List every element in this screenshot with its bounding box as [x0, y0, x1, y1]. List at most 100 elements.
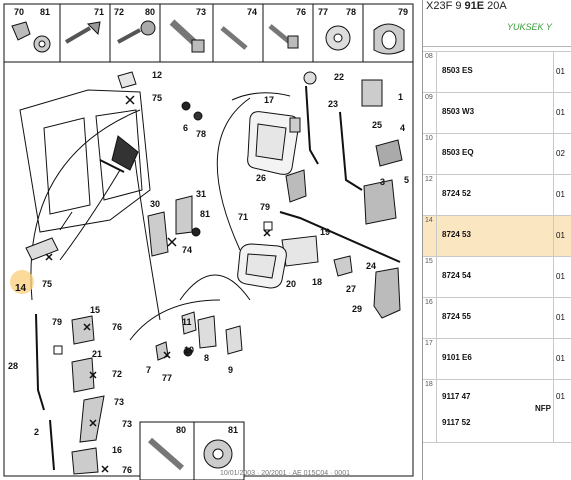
callout-79[interactable]: 79	[260, 202, 271, 212]
box-label-77: 77	[318, 7, 329, 17]
callout-72[interactable]: 72	[112, 369, 123, 379]
row-index: 12	[423, 175, 437, 215]
callout-71[interactable]: 71	[238, 212, 249, 222]
part-ref: 9101 E6	[442, 353, 472, 362]
part-ref-alt: 9117 52	[442, 418, 471, 427]
part-ref: 8724 52	[442, 189, 471, 198]
part-ref: 8724 54	[442, 271, 471, 280]
row-index: 09	[423, 93, 437, 133]
callout-19[interactable]: 19	[320, 227, 331, 237]
table-row[interactable]: 18 9117 47 NFP 9117 52 01	[423, 379, 571, 443]
panel-subtitle: YUKSEK Y	[507, 22, 552, 32]
part-qty: 01	[556, 313, 565, 322]
callout-24[interactable]: 24	[366, 261, 377, 271]
table-row[interactable]: 10 8503 EQ 02	[423, 133, 571, 175]
exploded-parts-diagram: 70 81 71 72 80 73 74 76 77 78 79 12 75 6…	[3, 3, 414, 480]
callout-7[interactable]: 7	[146, 365, 152, 375]
callout-17[interactable]: 17	[264, 95, 275, 105]
callout-26[interactable]: 26	[256, 173, 267, 183]
row-index: 16	[423, 298, 437, 338]
callout-3[interactable]: 3	[380, 177, 386, 187]
row-index: 17	[423, 339, 437, 379]
row-index: 08	[423, 52, 437, 92]
nfp-badge: NFP	[535, 404, 551, 413]
box-label-71: 71	[94, 7, 105, 17]
parts-table: 08 8503 ES 01 09 8503 W3 01 10 8503 EQ 0…	[423, 51, 571, 443]
hotspot-label-14[interactable]: 14	[15, 283, 27, 294]
table-row[interactable]: 17 9101 E6 01	[423, 338, 571, 380]
callout-4[interactable]: 4	[400, 123, 406, 133]
box-label-80: 80	[145, 7, 156, 17]
box-label-74: 74	[247, 7, 258, 17]
table-row[interactable]: 12 8724 52 01	[423, 174, 571, 216]
callout-10[interactable]: 10	[184, 345, 195, 355]
callout-21[interactable]: 21	[92, 349, 103, 359]
box-label-76: 76	[296, 7, 307, 17]
box-label-81: 81	[40, 7, 51, 17]
panel-header: X23F 9 91E 20A YUKSEK Y	[423, 0, 571, 47]
box-label-79: 79	[398, 7, 409, 17]
callout-30[interactable]: 30	[150, 199, 161, 209]
callout-81b[interactable]: 81	[228, 425, 239, 435]
callout-16[interactable]: 16	[112, 445, 123, 455]
part-ref: 8503 W3	[442, 107, 475, 116]
diagram-code: X23F 9 91E 20A	[426, 0, 507, 12]
callout-20[interactable]: 20	[286, 279, 297, 289]
callout-2[interactable]: 2	[34, 427, 40, 437]
callout-6[interactable]: 6	[183, 123, 189, 133]
callout-75[interactable]: 75	[152, 93, 163, 103]
callout-75b[interactable]: 75	[42, 279, 53, 289]
callout-18[interactable]: 18	[312, 277, 323, 287]
callout-12[interactable]: 12	[152, 70, 163, 80]
callout-29[interactable]: 29	[352, 304, 363, 314]
callout-73b[interactable]: 73	[122, 419, 133, 429]
callout-76b[interactable]: 76	[122, 465, 133, 475]
callout-1[interactable]: 1	[398, 92, 404, 102]
callout-80[interactable]: 80	[176, 425, 187, 435]
callout-28[interactable]: 28	[8, 361, 19, 371]
part-qty: 02	[556, 149, 565, 158]
callout-31[interactable]: 31	[196, 189, 207, 199]
callout-77[interactable]: 77	[162, 373, 173, 383]
callout-73[interactable]: 73	[114, 397, 125, 407]
callout-76[interactable]: 76	[112, 322, 123, 332]
table-row[interactable]: 16 8724 55 01	[423, 297, 571, 339]
table-row[interactable]: 09 8503 W3 01	[423, 92, 571, 134]
callout-78[interactable]: 78	[196, 129, 207, 139]
callout-79b[interactable]: 79	[52, 317, 63, 327]
part-ref: 9117 47	[442, 392, 471, 401]
callout-11[interactable]: 11	[182, 317, 192, 327]
row-index: 18	[423, 380, 437, 442]
hotspot-highlight[interactable]	[10, 270, 34, 294]
callout-9[interactable]: 9	[228, 365, 234, 375]
box-label-72: 72	[114, 7, 125, 17]
callout-15[interactable]: 15	[90, 305, 101, 315]
box-label-73: 73	[196, 7, 207, 17]
box-label-78: 78	[346, 7, 357, 17]
part-qty: 01	[556, 231, 565, 240]
part-qty: 01	[556, 108, 565, 117]
table-row[interactable]: 08 8503 ES 01	[423, 51, 571, 93]
box-label-70: 70	[14, 7, 25, 17]
callout-8[interactable]: 8	[204, 353, 210, 363]
parts-list-panel: X23F 9 91E 20A YUKSEK Y 08 8503 ES 01 09…	[422, 0, 571, 480]
diagram-footer: 10/01/2003 · 20/2001 · AE 015C04 · 0001	[220, 470, 350, 477]
part-ref: 8724 53	[442, 230, 471, 239]
part-qty: 01	[556, 272, 565, 281]
diagram-drawing	[3, 3, 414, 480]
callout-27[interactable]: 27	[346, 284, 357, 294]
table-row-selected[interactable]: 14 8724 53 01	[423, 215, 571, 257]
part-ref: 8724 55	[442, 312, 471, 321]
row-index: 14	[423, 216, 437, 256]
callout-22[interactable]: 22	[334, 72, 345, 82]
callout-74[interactable]: 74	[182, 245, 193, 255]
part-ref: 8503 EQ	[442, 148, 474, 157]
callout-5[interactable]: 5	[404, 175, 410, 185]
part-qty: 01	[556, 67, 565, 76]
callout-23[interactable]: 23	[328, 99, 339, 109]
row-index: 10	[423, 134, 437, 174]
table-row[interactable]: 15 8724 54 01	[423, 256, 571, 298]
callout-81[interactable]: 81	[200, 209, 211, 219]
callout-25[interactable]: 25	[372, 120, 383, 130]
part-qty: 01	[556, 354, 565, 363]
